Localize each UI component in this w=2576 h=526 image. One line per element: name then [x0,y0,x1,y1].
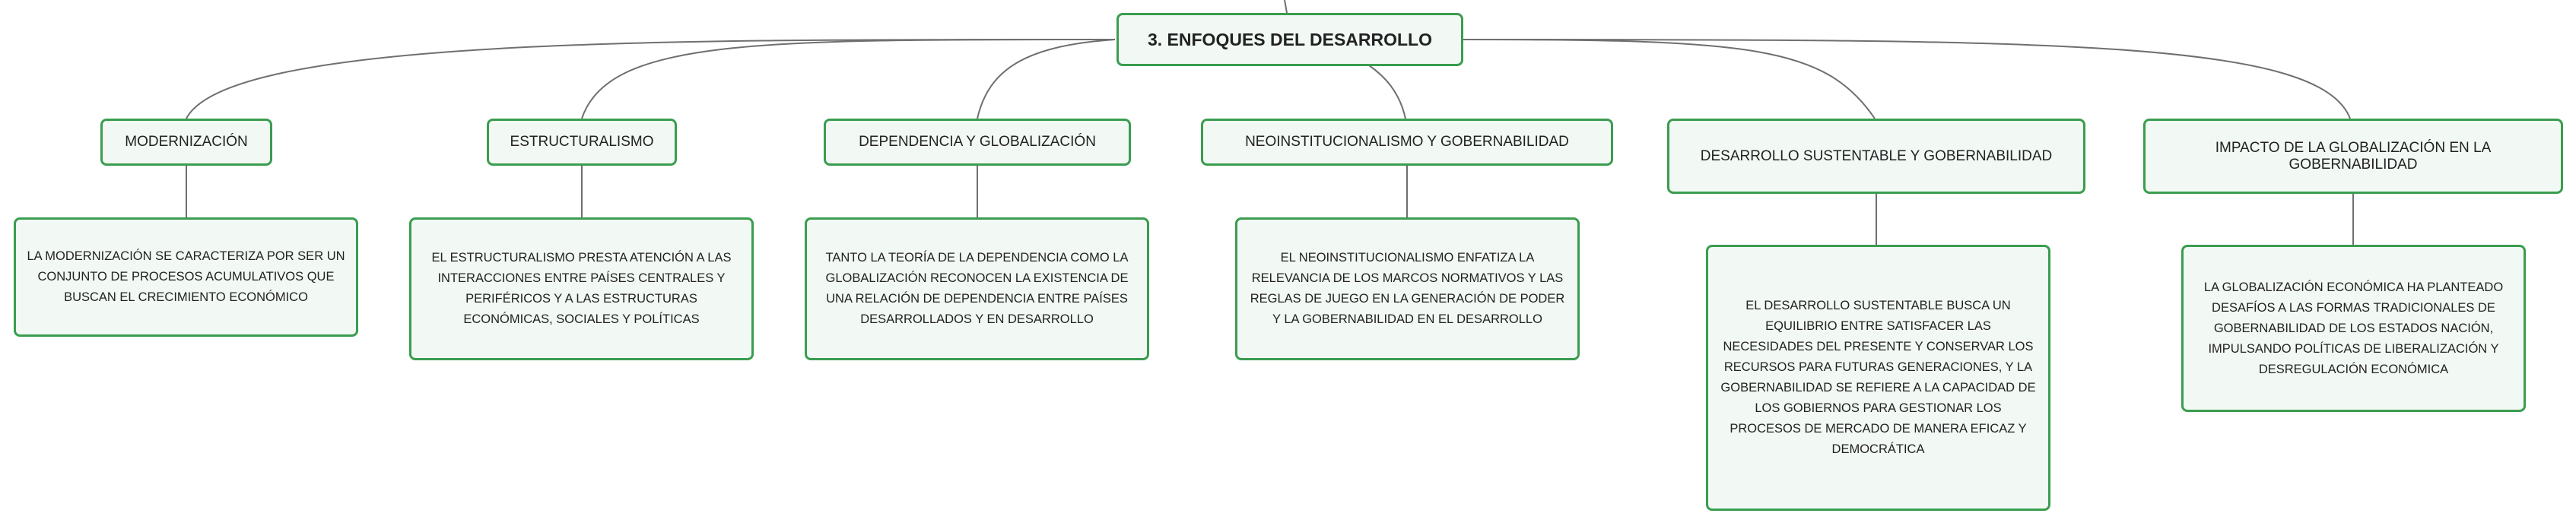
branch-label: NEOINSTITUCIONALISMO Y GOBERNABILIDAD [1245,134,1569,150]
desc-estructuralismo[interactable]: EL ESTRUCTURALISMO PRESTA ATENCIÓN A LAS… [409,217,754,360]
desc-text: LA MODERNIZACIÓN SE CARACTERIZA POR SER … [27,249,345,304]
desc-text: EL ESTRUCTURALISMO PRESTA ATENCIÓN A LAS… [431,251,732,326]
desc-neoinstitucionalismo[interactable]: EL NEOINSTITUCIONALISMO ENFATIZA LA RELE… [1235,217,1580,360]
connector-impacto [1460,39,2351,119]
branch-impacto-globalizacion[interactable]: IMPACTO DE LA GLOBALIZACIÓN EN LA GOBERN… [2143,119,2563,194]
connector-sustentable [1460,39,1876,119]
root-parent-line [1284,0,1288,14]
connector-estructuralismo [581,38,1116,119]
branch-label: MODERNIZACIÓN [125,134,248,150]
desc-text: EL NEOINSTITUCIONALISMO ENFATIZA LA RELE… [1250,251,1565,326]
branch-label: IMPACTO DE LA GLOBALIZACIÓN EN LA GOBERN… [2215,139,2492,173]
branch-modernizacion[interactable]: MODERNIZACIÓN [100,119,272,166]
desc-impacto-globalizacion[interactable]: LA GLOBALIZACIÓN ECONÓMICA HA PLANTEADO … [2181,245,2526,412]
root-label: 3. ENFOQUES DEL DESARROLLO [1147,29,1432,49]
branch-dependencia-globalizacion[interactable]: DEPENDENCIA Y GLOBALIZACIÓN [824,119,1131,166]
branch-neoinstitucionalismo[interactable]: NEOINSTITUCIONALISMO Y GOBERNABILIDAD [1201,119,1613,166]
desc-modernizacion[interactable]: LA MODERNIZACIÓN SE CARACTERIZA POR SER … [14,217,358,337]
connector-neoinstitucionalismo [1368,65,1406,119]
branch-desarrollo-sustentable[interactable]: DESARROLLO SUSTENTABLE Y GOBERNABILIDAD [1667,119,2085,194]
branch-label: ESTRUCTURALISMO [510,134,654,150]
desc-dependencia-globalizacion[interactable]: TANTO LA TEORÍA DE LA DEPENDENCIA COMO L… [805,217,1149,360]
desc-text: LA GLOBALIZACIÓN ECONÓMICA HA PLANTEADO … [2203,280,2504,376]
connector-dependencia [977,39,1116,119]
desc-text: EL DESARROLLO SUSTENTABLE BUSCA UN EQUIL… [1720,299,2036,456]
desc-text: TANTO LA TEORÍA DE LA DEPENDENCIA COMO L… [825,251,1129,326]
connector-modernizacion [186,38,1116,119]
branch-estructuralismo[interactable]: ESTRUCTURALISMO [487,119,677,166]
desc-desarrollo-sustentable[interactable]: EL DESARROLLO SUSTENTABLE BUSCA UN EQUIL… [1706,245,2050,511]
root-node[interactable]: 3. ENFOQUES DEL DESARROLLO [1116,13,1463,66]
branch-label: DEPENDENCIA Y GLOBALIZACIÓN [859,134,1096,150]
branch-label: DESARROLLO SUSTENTABLE Y GOBERNABILIDAD [1700,147,2053,164]
